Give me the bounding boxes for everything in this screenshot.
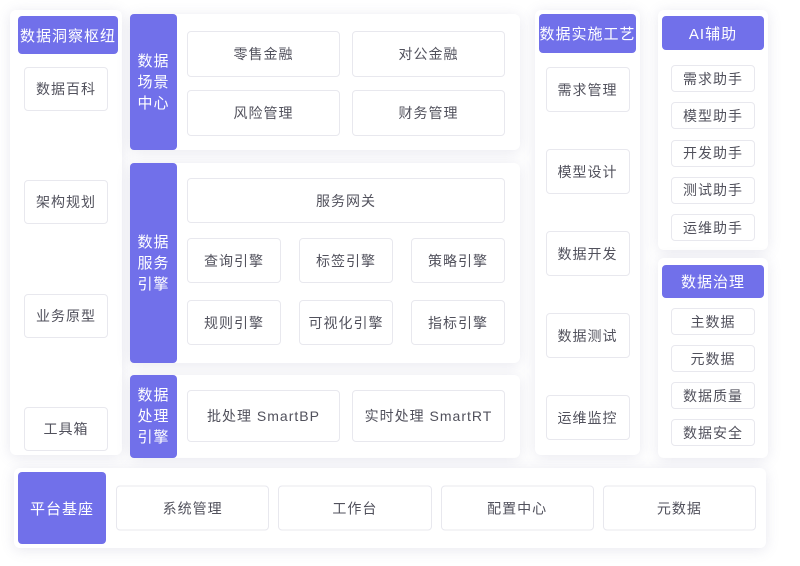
implementation-title: 数据实施工艺 — [539, 14, 636, 53]
implementation-item: 需求管理 — [545, 67, 630, 112]
insight-hub-items: 数据百科 架构规划 业务原型 工具箱 — [10, 67, 122, 451]
engine-item: 可视化引擎 — [299, 300, 393, 345]
governance-panel: 数据治理 主数据 元数据 数据质量 数据安全 — [658, 258, 768, 458]
engine-item: 查询引擎 — [187, 238, 281, 283]
insight-hub-item: 架构规划 — [24, 180, 108, 225]
scene-item: 对公金融 — [352, 31, 505, 77]
ai-assist-title: AI辅助 — [662, 16, 764, 50]
insight-hub-item: 数据百科 — [24, 67, 108, 111]
engine-item: 策略引擎 — [411, 238, 505, 283]
scene-center-panel: 数据 场景 中心 零售金融 对公金融 风险管理 财务管理 — [130, 14, 520, 150]
service-engine-title: 数据 服务 引擎 — [130, 163, 177, 363]
processing-item: 批处理 SmartBP — [187, 390, 340, 442]
implementation-panel: 数据实施工艺 需求管理 模型设计 数据开发 数据测试 运维监控 — [535, 10, 640, 455]
scene-center-title: 数据 场景 中心 — [130, 14, 177, 150]
engine-item: 规则引擎 — [187, 300, 281, 345]
service-engine-panel: 数据 服务 引擎 服务网关 查询引擎 标签引擎 策略引擎 规则引擎 可视化引擎 … — [130, 163, 520, 363]
processing-engine-title: 数据 处理 引擎 — [130, 375, 177, 458]
governance-item: 数据安全 — [671, 419, 755, 446]
platform-base-item: 元数据 — [602, 485, 756, 531]
platform-base-items: 系统管理 工作台 配置中心 元数据 — [116, 485, 756, 531]
platform-base-item: 系统管理 — [116, 485, 270, 531]
ai-assist-item: 开发助手 — [671, 139, 755, 167]
implementation-items: 需求管理 模型设计 数据开发 数据测试 运维监控 — [535, 67, 640, 440]
governance-item: 主数据 — [671, 308, 755, 335]
implementation-item: 数据开发 — [545, 231, 630, 276]
platform-base-title: 平台基座 — [18, 472, 106, 544]
processing-engine-panel: 数据 处理 引擎 批处理 SmartBP 实时处理 SmartRT — [130, 375, 520, 458]
scene-center-items: 零售金融 对公金融 风险管理 财务管理 — [187, 31, 505, 136]
governance-title: 数据治理 — [662, 265, 764, 298]
processing-item: 实时处理 SmartRT — [352, 390, 505, 442]
service-engine-items: 查询引擎 标签引擎 策略引擎 规则引擎 可视化引擎 指标引擎 — [187, 238, 505, 345]
insight-hub-title: 数据洞察枢纽 — [18, 16, 118, 54]
scene-item: 零售金融 — [187, 31, 340, 77]
platform-base-panel: 平台基座 系统管理 工作台 配置中心 元数据 — [14, 468, 766, 548]
governance-item: 元数据 — [671, 345, 755, 372]
insight-hub-item: 工具箱 — [24, 406, 108, 451]
scene-item: 财务管理 — [352, 90, 505, 136]
insight-hub-item: 业务原型 — [24, 293, 108, 338]
platform-base-item: 配置中心 — [440, 485, 594, 531]
ai-assist-panel: AI辅助 需求助手 模型助手 开发助手 测试助手 运维助手 — [658, 10, 768, 250]
engine-item: 指标引擎 — [411, 300, 505, 345]
service-gateway: 服务网关 — [187, 178, 505, 223]
ai-assist-item: 需求助手 — [671, 65, 755, 92]
governance-items: 主数据 元数据 数据质量 数据安全 — [658, 308, 768, 446]
implementation-item: 模型设计 — [545, 149, 630, 194]
implementation-item: 运维监控 — [545, 395, 630, 440]
engine-item: 标签引擎 — [299, 238, 393, 283]
scene-item: 风险管理 — [187, 90, 340, 136]
platform-base-item: 工作台 — [278, 485, 432, 531]
governance-item: 数据质量 — [671, 382, 755, 409]
implementation-item: 数据测试 — [545, 313, 630, 358]
ai-assist-item: 运维助手 — [671, 214, 755, 241]
ai-assist-items: 需求助手 模型助手 开发助手 测试助手 运维助手 — [658, 65, 768, 241]
insight-hub-panel: 数据洞察枢纽 数据百科 架构规划 业务原型 工具箱 — [10, 10, 122, 455]
ai-assist-item: 测试助手 — [671, 176, 755, 204]
ai-assist-item: 模型助手 — [671, 102, 755, 130]
